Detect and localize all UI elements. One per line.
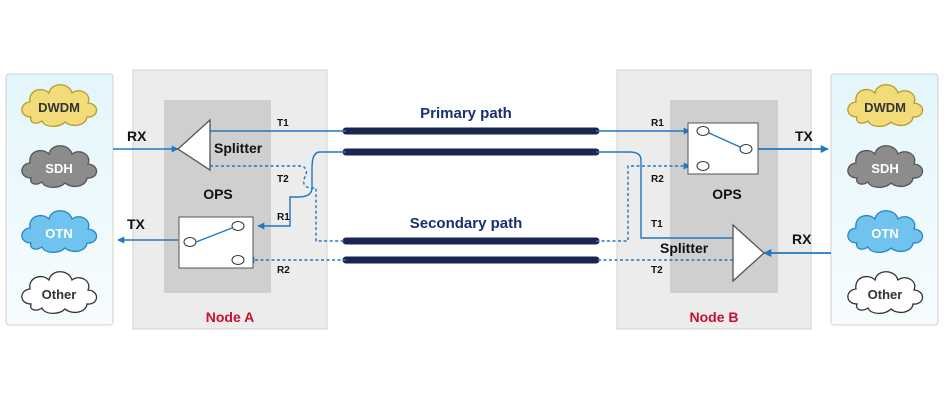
node-a-ops-label: OPS (203, 186, 233, 202)
cloud-label: SDH (45, 161, 72, 176)
node-a-splitter-label: Splitter (214, 140, 263, 156)
splitter-triangle-icon (176, 118, 211, 172)
cloud-other-left: Other (21, 271, 98, 315)
switch-port-icon (231, 221, 245, 231)
cloud-label: DWDM (38, 100, 80, 115)
cloud-label: Other (42, 287, 77, 302)
cloud-otn-right: OTN (847, 210, 924, 254)
node-b-port-r2: R2 (651, 174, 664, 185)
left-client-panel (5, 73, 114, 326)
cloud-dwdm-right: DWDM (847, 84, 924, 128)
switch-blade-icon (195, 227, 233, 243)
node-b-r2-line (596, 162, 691, 242)
switch-port-icon (183, 237, 197, 247)
primary-path-label: Primary path (420, 105, 512, 122)
node-b-title: Node B (690, 309, 739, 325)
node-a-rx-label: RX (127, 128, 147, 144)
node-b-rx-label: RX (792, 231, 812, 247)
right-client-panel (830, 73, 939, 326)
node-b-port-t2: T2 (651, 265, 663, 276)
protection-lines (210, 162, 733, 264)
node-b-port-t1: T1 (651, 219, 663, 230)
cloud-label: SDH (871, 161, 898, 176)
cloud-sdh-right: SDH (847, 145, 924, 189)
node-b-ops-label: OPS (712, 186, 742, 202)
node-b: Node B (616, 69, 812, 330)
node-b-switch: OPS (687, 122, 759, 202)
node-b-tx-label: TX (795, 128, 814, 144)
node-a-tx-label: TX (127, 216, 146, 232)
cloud-label: OTN (45, 226, 72, 241)
node-a-port-r1: R1 (277, 212, 290, 223)
node-b-port-r1: R1 (651, 118, 664, 129)
switch-port-icon (739, 144, 753, 154)
switch-port-icon (696, 126, 710, 136)
node-a-title: Node A (206, 309, 254, 325)
node-a-switch (178, 216, 254, 269)
cloud-dwdm-left: DWDM (21, 84, 98, 128)
cloud-label: OTN (871, 226, 898, 241)
switch-port-icon (696, 161, 710, 171)
switch-port-icon (231, 255, 245, 265)
node-a-port-t2: T2 (277, 174, 289, 185)
cloud-sdh-left: SDH (21, 145, 98, 189)
node-a-port-r2: R2 (277, 265, 290, 276)
node-a-t2-line (210, 165, 346, 242)
node-b-splitter: Splitter (660, 223, 765, 283)
secondary-path-label: Secondary path (410, 215, 523, 232)
cloud-label: Other (868, 287, 903, 302)
cloud-other-right: Other (847, 271, 924, 315)
node-a-port-t1: T1 (277, 118, 289, 129)
node-b-t1-line (596, 151, 733, 239)
node-b-splitter-label: Splitter (660, 240, 709, 256)
cloud-label: DWDM (864, 100, 906, 115)
splitter-triangle-icon (732, 223, 765, 283)
switch-blade-icon (708, 132, 741, 148)
cloud-otn-left: OTN (21, 210, 98, 254)
node-a-splitter: Splitter OPS (176, 118, 263, 202)
fibers (342, 127, 600, 264)
